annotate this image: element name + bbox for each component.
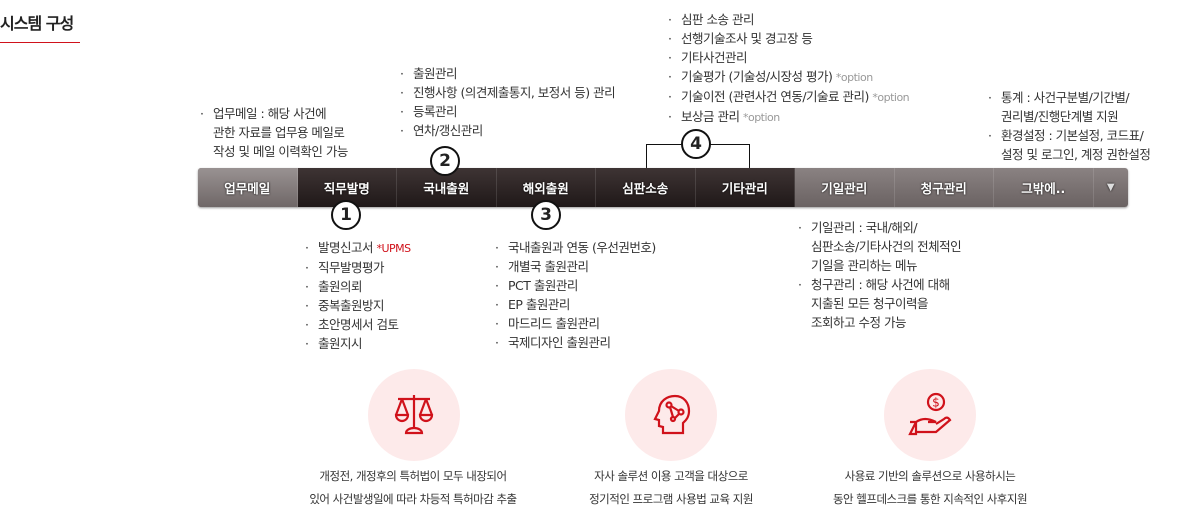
page-title: 시스템 구성 [0,10,80,43]
list-item: 선행기술조사 및 경고장 등 [668,29,909,48]
nav-item-billing[interactable]: 청구관리 [895,168,994,207]
badge-3: 3 [531,200,561,230]
list-item: 기술평가 (기술성/시장성 평가) *option [668,67,909,87]
list-item: 국제디자인 출원관리 [495,333,656,352]
list-item: 보상금 관리 *option [668,107,909,127]
feature-circle: $ [884,369,976,461]
list-item: 출원지시 [305,334,411,353]
list-item: 청구관리 : 해당 사건에 대해 [798,275,961,294]
invention-list: 발명신고서 *UPMS 직무발명평가 출원의뢰 중복출원방지 초안명세서 검토 … [305,238,411,353]
nav-item-more[interactable]: 그밖에.. [994,168,1094,207]
main-nav: 업무메일 직무발명 국내출원 해외출원 심판소송 기타관리 기일관리 청구관리 … [198,168,1128,207]
nav-item-domestic[interactable]: 국내출원 [397,168,497,207]
badge-1: 1 [331,200,361,230]
list-item: 마드리드 출원관리 [495,314,656,333]
item-text: 기술평가 (기술성/시장성 평가) [681,69,833,84]
list-item: 권리별/진행단계별 지원 [1001,109,1119,124]
list-item: 직무발명평가 [305,258,411,277]
caption-line: 사용료 기반의 솔루션으로 사용하시는 [844,469,1016,483]
upms-tag: *UPMS [376,242,412,255]
badge-4: 4 [681,129,711,159]
nav-item-litigation[interactable]: 심판소송 [596,168,696,207]
item-text: 심판 소송 관리 [681,12,754,27]
litigation-list: 심판 소송 관리 선행기술조사 및 경고장 등 기타사건관리 기술평가 (기술성… [668,10,910,127]
option-tag: *option [835,71,873,84]
caption-line: 개정전, 개정후의 특허법이 모두 내장되어 [319,469,507,483]
overseas-list: 국내출원과 연동 (우선권번호) 개별국 출원관리 PCT 출원관리 EP 출원… [495,238,656,352]
list-item: 지출된 모든 청구이력을 [811,296,928,311]
nav-dropdown-button[interactable]: ▼ [1094,168,1129,207]
caption-line: 있어 사건발생일에 따라 차등적 특허마감 추출 [309,492,517,506]
svg-text:$: $ [932,396,940,410]
head-network-icon [653,394,691,435]
list-item: 출원의뢰 [305,277,411,296]
list-item: 중복출원방지 [305,296,411,315]
list-item: 기일을 관리하는 메뉴 [811,258,917,273]
list-item: 발명신고서 *UPMS [305,238,411,258]
list-item: 등록관리 [400,102,615,121]
list-item: 통계 : 사건구분별/기간별/ [988,88,1150,107]
list-item: 설정 및 로그인, 계정 권한설정 [1001,147,1151,162]
scales-icon [394,395,434,435]
mail-note: 업무메일 : 해당 사건에 관한 자료를 업무용 메일로 작성 및 메일 이력확… [200,104,348,161]
item-text: 발명신고서 [318,240,374,255]
list-item: PCT 출원관리 [495,276,656,295]
list-item: 진행사항 (의견제출통지, 보정서 등) 관리 [400,83,616,102]
option-tag: *option [872,91,910,104]
list-item: 심판 소송 관리 [668,10,909,29]
list-item: 심판소송/기타사건의 전체적인 [811,239,962,254]
chevron-down-icon: ▼ [1106,182,1115,193]
item-text: 보상금 관리 [681,109,740,124]
list-item: 환경설정 : 기본설정, 코드표/ [988,126,1150,145]
caption-line: 동안 헬프데스크를 통한 지속적인 사후지원 [832,492,1028,506]
feature-circle [368,369,460,461]
list-item: 출원관리 [400,64,615,83]
nav-item-deadline[interactable]: 기일관리 [795,168,895,207]
list-item: 국내출원과 연동 (우선권번호) [495,238,656,257]
item-text: 선행기술조사 및 경고장 등 [681,31,813,46]
list-item: 기타사건관리 [668,48,909,67]
option-tag: *option [742,111,780,124]
domestic-list: 출원관리 진행사항 (의견제출통지, 보정서 등) 관리 등록관리 연차/갱신관… [400,64,616,140]
list-item: 연차/갱신관리 [400,121,615,140]
nav-item-invention[interactable]: 직무발명 [297,168,397,207]
list-item: 기술이전 (관련사건 연동/기술료 관리) *option [668,87,910,107]
list-item: 개별국 출원관리 [495,257,656,276]
item-text: 기타사건관리 [681,50,748,65]
list-item: 작성 및 메일 이력확인 가능 [213,144,348,159]
list-item: EP 출원관리 [495,295,656,314]
caption-line: 정기적인 프로그램 사용법 교육 지원 [589,492,753,506]
list-item: 조회하고 수정 가능 [811,315,906,330]
list-item: 초안명세서 검토 [305,315,411,334]
nav-item-mail[interactable]: 업무메일 [198,168,298,207]
badge-2: 2 [430,146,460,176]
list-item: 관한 자료를 업무용 메일로 [213,125,345,140]
nav-item-etc[interactable]: 기타관리 [695,168,795,207]
list-item: 업무메일 : 해당 사건에 [200,104,348,123]
deadline-note: 기일관리 : 국내/해외/ 심판소송/기타사건의 전체적인 기일을 관리하는 메… [798,218,962,332]
hand-coin-icon: $ [908,392,952,436]
item-text: 기술이전 (관련사건 연동/기술료 관리) [681,89,869,104]
list-item: 기일관리 : 국내/해외/ [798,218,961,237]
feature-circle [625,369,717,461]
caption-line: 자사 솔루션 이용 고객을 대상으로 [594,469,748,483]
etc-note: 통계 : 사건구분별/기간별/ 권리별/진행단계별 지원 환경설정 : 기본설정… [988,88,1151,164]
